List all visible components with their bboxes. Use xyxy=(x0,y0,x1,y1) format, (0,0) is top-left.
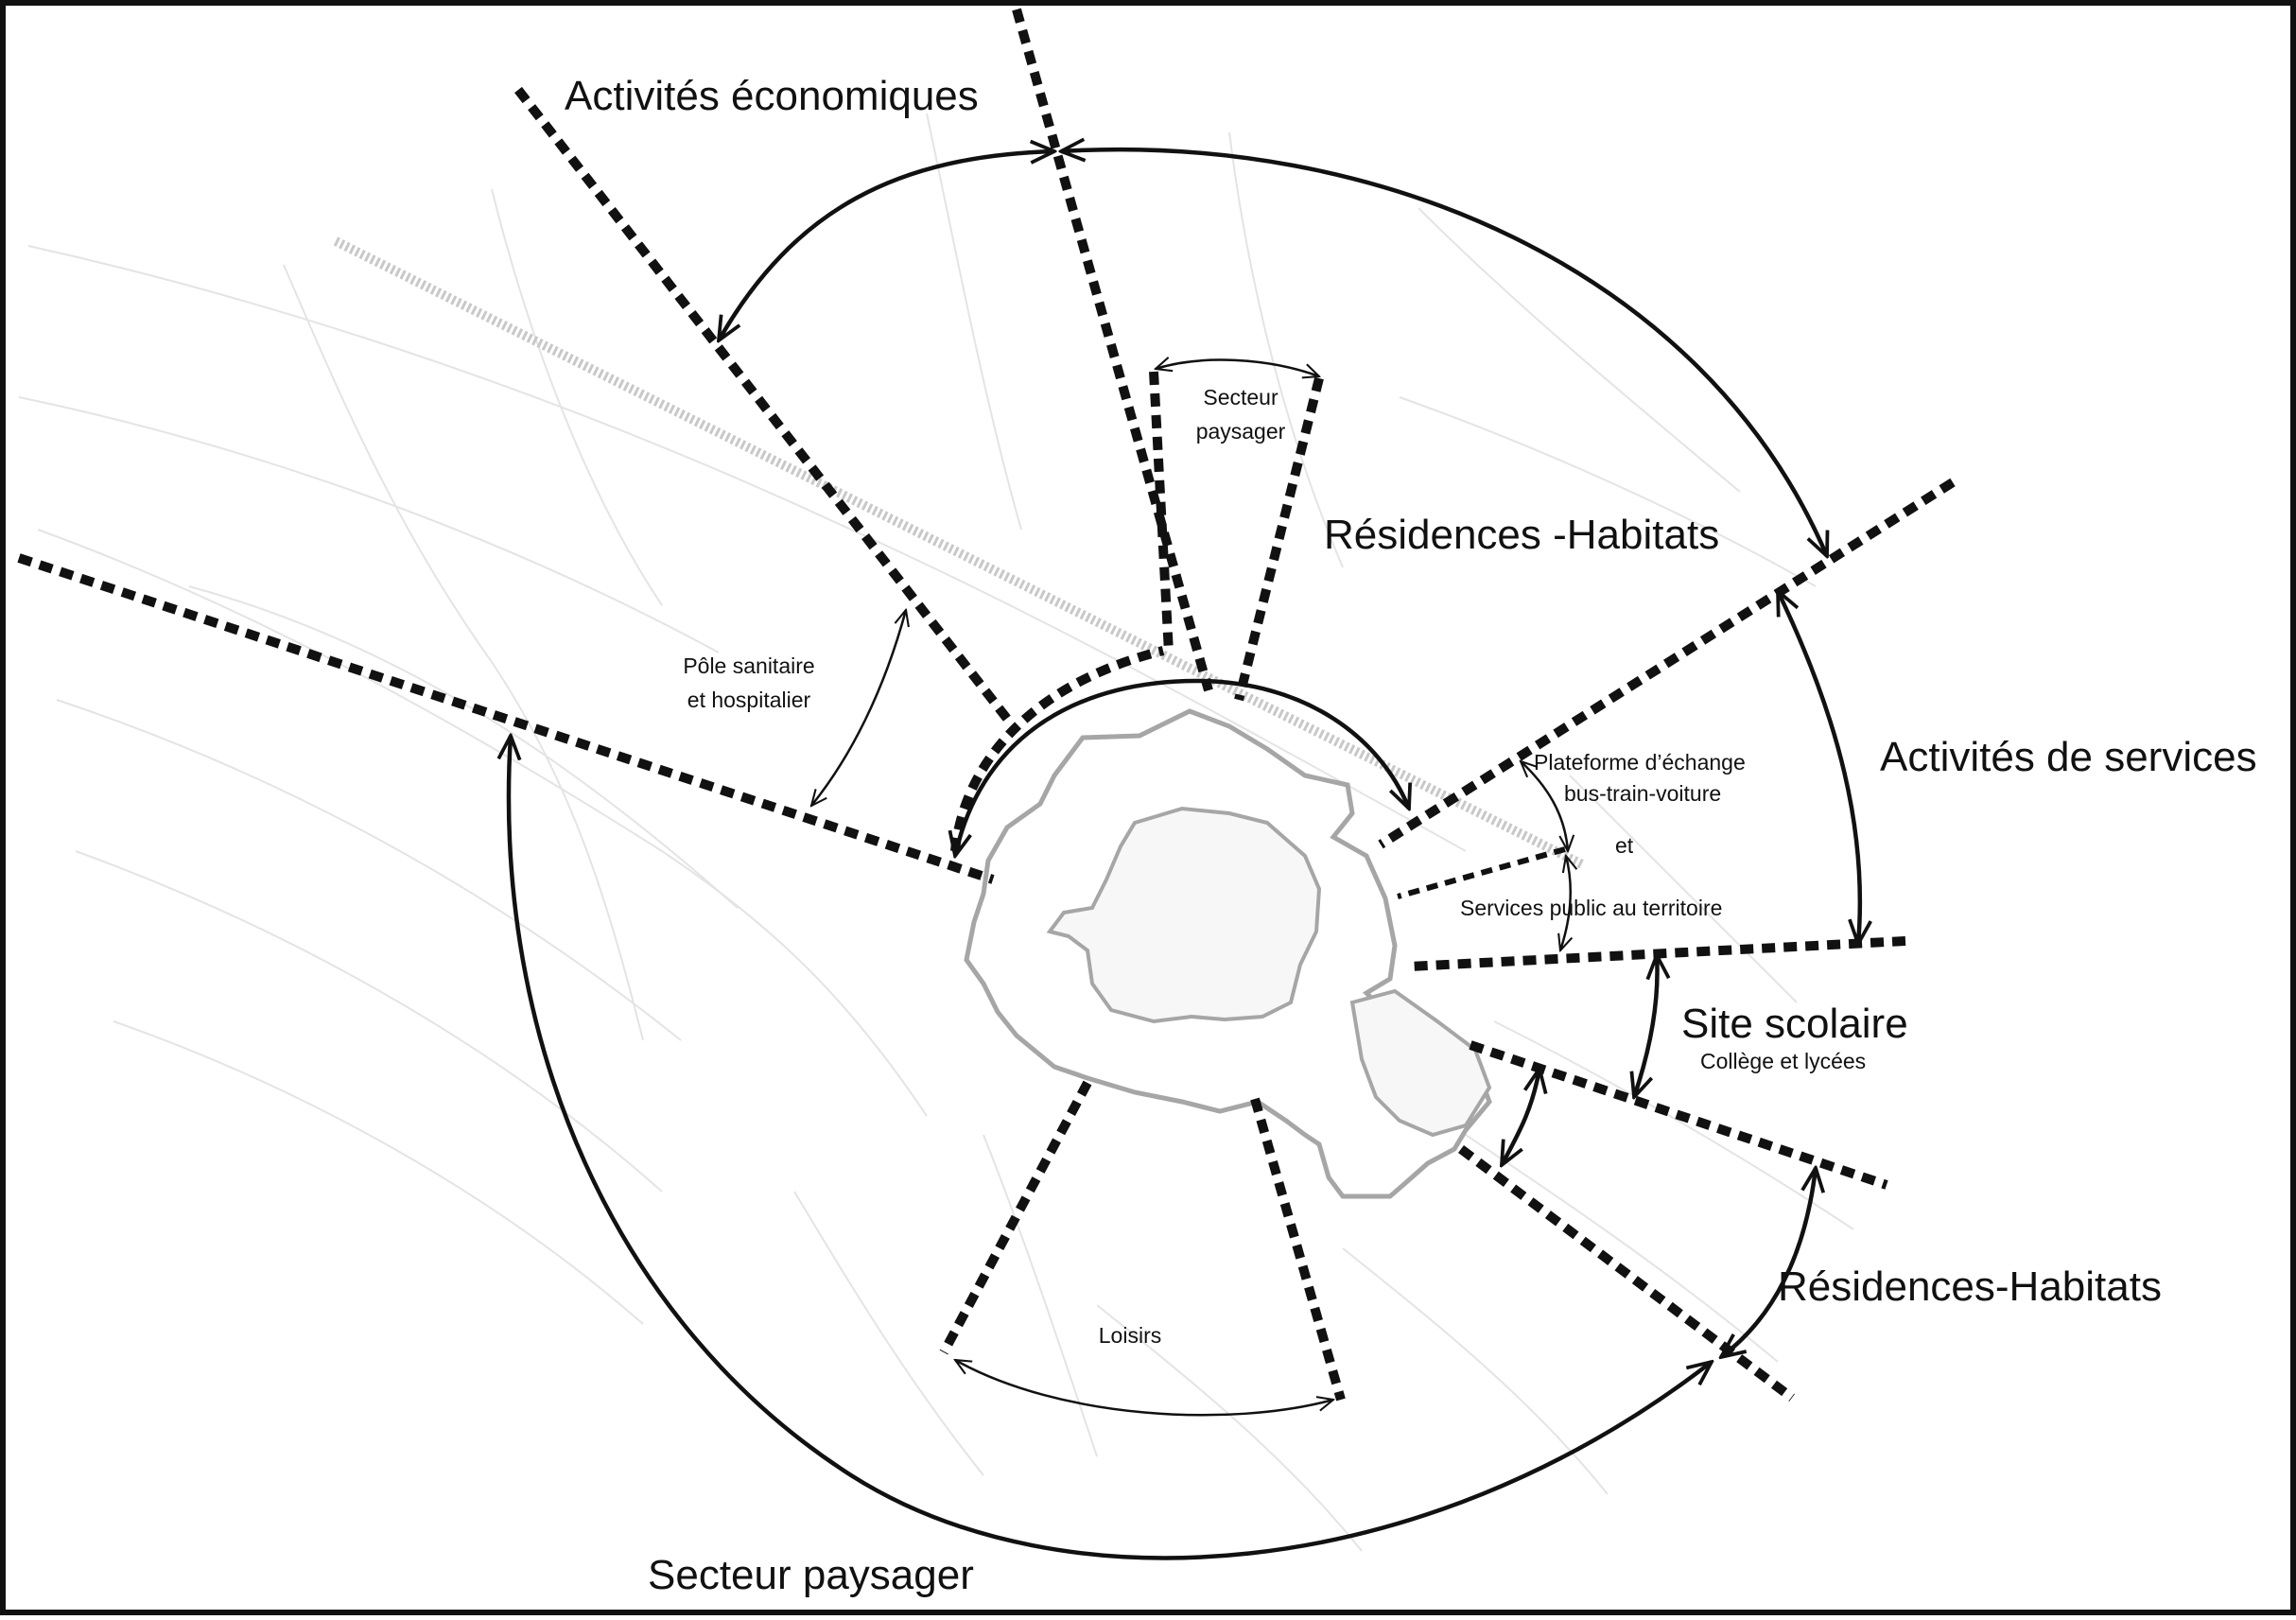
boundary-school-south xyxy=(1457,1145,1796,1402)
sector-arcs xyxy=(509,149,1860,1560)
label-activites-de-services: Activités de services xyxy=(1880,734,2257,780)
label-services-public: Services public au territoire xyxy=(1460,896,1722,920)
label-pole-sanitaire-2: et hospitalier xyxy=(687,688,811,712)
arc-residences-south xyxy=(1721,1168,1816,1357)
label-plateforme-2: bus-train-voiture xyxy=(1564,781,1721,806)
label-plateforme-1: Plateforme d’échange xyxy=(1534,750,1746,775)
arc-economic xyxy=(719,151,1054,340)
label-activites-economiques: Activités économiques xyxy=(565,73,979,119)
boundary-economic-west xyxy=(514,86,1011,723)
arc-small-landscape-north xyxy=(1156,360,1319,376)
arc-small-health xyxy=(811,610,906,806)
label-secteur-paysager-nord-2: paysager xyxy=(1196,419,1286,444)
sector-boundaries xyxy=(17,8,1956,1402)
arc-small-leisure xyxy=(955,1360,1333,1417)
boundary-leisure-left xyxy=(939,1080,1092,1355)
label-residences-habitats-sud: Résidences-Habitats xyxy=(1778,1263,2162,1310)
boundary-residences-north xyxy=(1378,478,1956,849)
label-site-scolaire: Site scolaire xyxy=(1681,1001,1908,1047)
arc-residences-north xyxy=(1061,149,1827,556)
boundary-landscape-north-left xyxy=(1149,371,1174,653)
label-pole-sanitaire-1: Pôle sanitaire xyxy=(683,653,814,678)
label-secteur-paysager-nord-1: Secteur xyxy=(1203,385,1278,409)
arc-school xyxy=(1634,955,1658,1097)
label-college-lycees: Collège et lycées xyxy=(1700,1049,1866,1073)
arc-landscape-south xyxy=(509,736,1712,1560)
small-arcs xyxy=(811,360,1571,1417)
boundary-health xyxy=(17,553,995,884)
arc-services xyxy=(1775,591,1860,944)
labels: Activités économiques Secteur paysager R… xyxy=(565,73,2257,1598)
label-secteur-paysager-sud: Secteur paysager xyxy=(648,1552,974,1598)
label-et: et xyxy=(1615,833,1634,858)
arc-school-south xyxy=(1502,1069,1539,1165)
basemap xyxy=(18,113,1854,1552)
label-residences-habitats-nord: Résidences -Habitats xyxy=(1324,512,1719,558)
arc-small-services-public xyxy=(1560,856,1571,950)
inner-dashed-arc xyxy=(950,646,1165,852)
arc-town-centre xyxy=(955,678,1409,856)
label-loisirs: Loisirs xyxy=(1099,1323,1161,1348)
boundary-plateforme xyxy=(1397,846,1566,899)
boundary-economic-north xyxy=(1012,8,1213,692)
arc-small-plateforme xyxy=(1521,761,1568,851)
